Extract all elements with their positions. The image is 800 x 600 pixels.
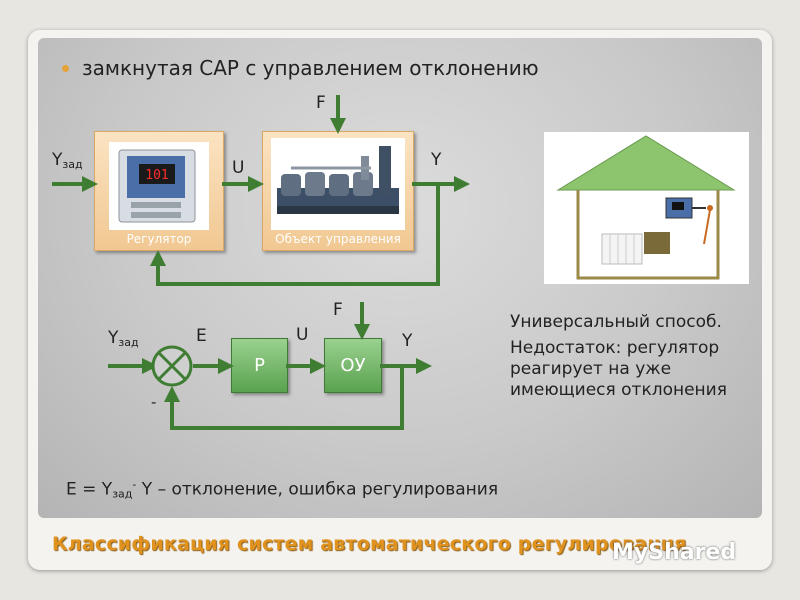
top-input-label: Yзад — [52, 150, 83, 171]
description-line-1: Универсальный способ. — [510, 312, 722, 332]
footer-title: Классификация систем автоматического рег… — [52, 533, 687, 555]
top-output-label: Y — [431, 150, 442, 170]
watermark: MyShared — [612, 540, 737, 565]
bottom-disturbance-label: F — [333, 300, 343, 320]
minus-sign: - — [151, 393, 157, 411]
regulator-caption: Регулятор — [126, 232, 192, 246]
bottom-input-label: Yзад — [108, 328, 139, 349]
description-line-2: Недостаток: регулятор реагирует на уже и… — [510, 338, 727, 400]
regulator-p-block: Р — [231, 338, 288, 393]
valve-icon — [644, 232, 670, 254]
regulator-block: 101 Регулятор — [94, 131, 224, 251]
top-disturbance-label: F — [316, 93, 326, 113]
object-ou-block: ОУ — [324, 338, 382, 393]
object-block: Объект управления — [262, 131, 414, 251]
object-caption: Объект управления — [275, 232, 401, 246]
compressor-unit-icon — [277, 146, 399, 214]
regulator-photo: 101 — [109, 142, 209, 230]
house-illustration — [544, 132, 749, 284]
error-formula: E = Yзад- Y – отклонение, ошибка регулир… — [66, 478, 499, 501]
top-control-label: U — [232, 158, 245, 178]
bullet-dot-icon — [62, 65, 69, 72]
summing-junction-icon — [151, 345, 193, 387]
bottom-error-label: E — [196, 326, 207, 346]
bottom-feedback-line — [164, 366, 404, 430]
display-value: 101 — [145, 168, 168, 183]
bottom-control-label: U — [296, 325, 309, 345]
radiator-icon — [601, 233, 643, 265]
bullet-text: замкнутая САР с управлением отклонению — [82, 56, 539, 80]
thermostat-device-icon: 101 — [118, 149, 196, 223]
bottom-output-label: Y — [402, 331, 413, 351]
top-feedback-line — [150, 184, 440, 286]
description-text: Универсальный способ. Недостаток: регуля… — [510, 312, 750, 401]
object-photo — [271, 138, 405, 230]
